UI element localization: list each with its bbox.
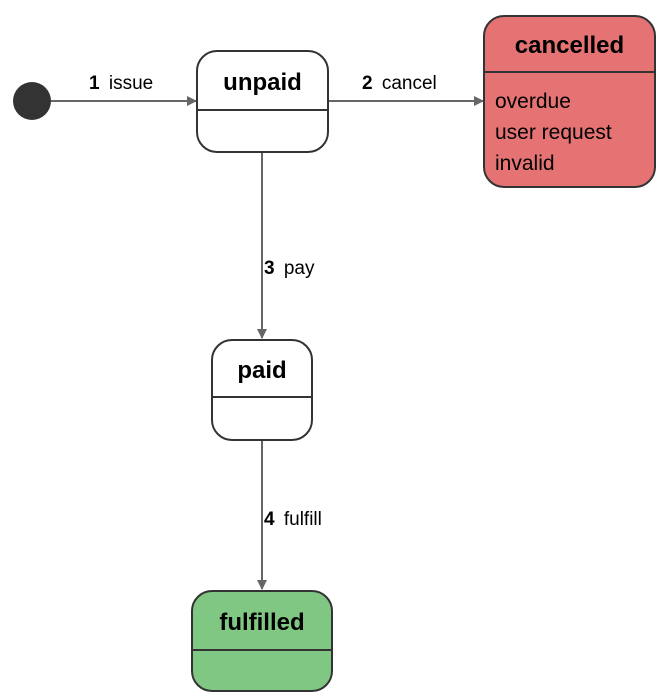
state-cancelled-title: cancelled: [515, 32, 624, 59]
state-paid-title: paid: [237, 357, 286, 384]
state-unpaid: unpaid: [196, 50, 329, 153]
state-cancelled-body-line: overdue: [495, 90, 571, 113]
transition-issue-label: 1 issue: [89, 73, 153, 94]
state-fulfilled: fulfilled: [191, 590, 333, 692]
state-unpaid-box: [196, 50, 329, 153]
transition-cancel-label: 2 cancel: [362, 73, 437, 94]
state-fulfilled-title: fulfilled: [219, 609, 304, 636]
state-cancelled-box: [483, 15, 656, 188]
state-paid-box: [211, 339, 313, 441]
state-fulfilled-box: [191, 590, 333, 692]
state-cancelled-body-line: user request: [495, 121, 612, 144]
state-paid: paid: [211, 339, 313, 441]
transition-fulfill-label: 4 fulfill: [264, 509, 322, 530]
transition-pay-label: 3 pay: [264, 258, 315, 279]
initial-state-dot: [13, 82, 51, 120]
state-cancelled: cancelled overdue user request invalid: [483, 15, 656, 188]
state-unpaid-title: unpaid: [223, 69, 302, 96]
state-cancelled-body-line: invalid: [495, 152, 555, 175]
